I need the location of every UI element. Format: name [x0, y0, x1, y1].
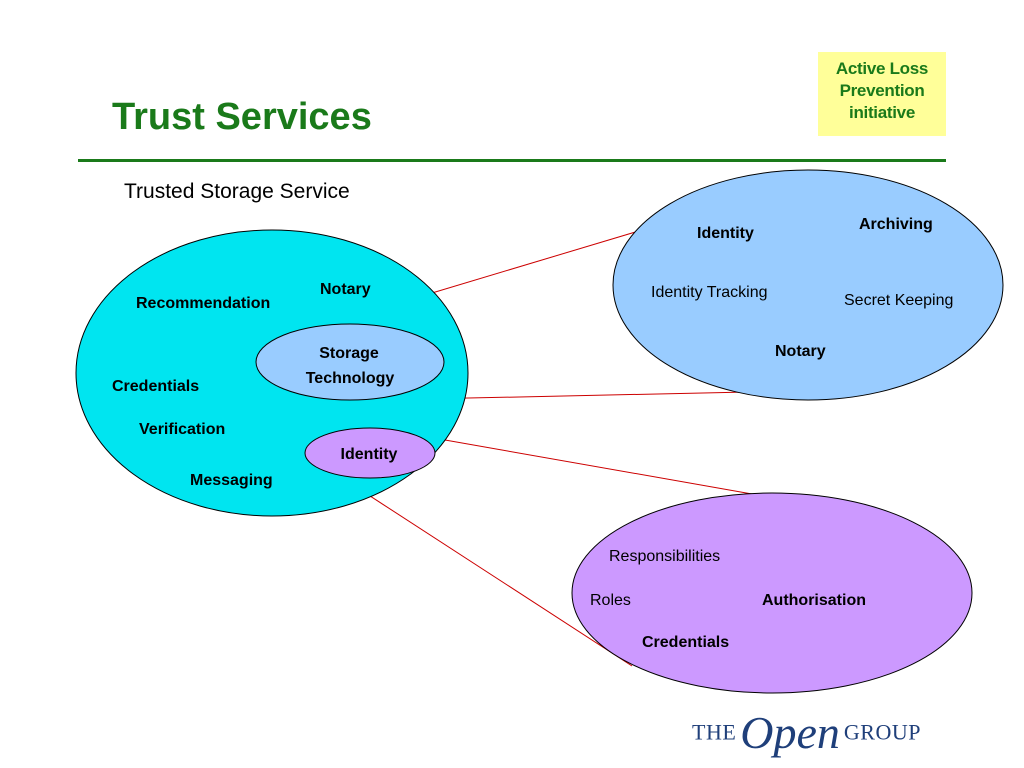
title-divider [78, 159, 946, 162]
main-label-verification: Verification [139, 421, 225, 438]
storage-detail-notary: Notary [775, 343, 826, 360]
main-label-messaging: Messaging [190, 472, 273, 489]
page-title: Trust Services [112, 96, 372, 138]
storage-node-line-2: Technology [306, 370, 395, 387]
storage-detail-identity-tracking: Identity Tracking [651, 284, 768, 301]
connector-identity-top [427, 436, 753, 495]
main-label-notary: Notary [320, 281, 371, 298]
initiative-badge: Active Loss Prevention initiative [818, 52, 946, 136]
storage-detail-secret-keeping: Secret Keeping [844, 292, 953, 309]
identity-detail-ellipse [571, 492, 973, 694]
identity-detail-authorisation: Authorisation [762, 592, 866, 609]
diagram-subtitle: Trusted Storage Service [124, 180, 350, 203]
storage-technology-node [255, 323, 445, 401]
identity-detail-roles: Roles [590, 592, 631, 609]
main-label-credentials: Credentials [112, 378, 199, 395]
badge-line-3: initiative [849, 103, 915, 122]
identity-node-label: Identity [341, 446, 398, 463]
identity-detail-responsibilities: Responsibilities [609, 548, 720, 565]
storage-detail-ellipse [612, 169, 1004, 401]
storage-detail-identity: Identity [697, 225, 754, 242]
storage-detail-archiving: Archiving [859, 216, 933, 233]
connector-identity-bottom [329, 469, 633, 667]
logo-group: GROUP [843, 719, 921, 745]
main-label-recommendation: Recommendation [136, 295, 270, 312]
badge-line-2: Prevention [839, 81, 925, 100]
badge-line-1: Active Loss [835, 59, 929, 78]
logo-open: Open [740, 707, 840, 758]
logo-the: THE [692, 719, 737, 745]
identity-detail-credentials: Credentials [642, 634, 729, 651]
storage-node-line-1: Storage [319, 345, 379, 362]
identity-node [304, 427, 436, 479]
